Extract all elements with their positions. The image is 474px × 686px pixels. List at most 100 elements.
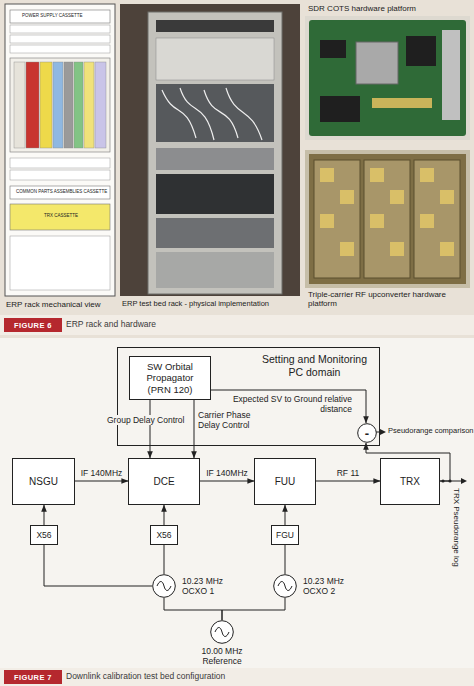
connector <box>164 545 165 574</box>
module-slot <box>26 62 39 148</box>
cables <box>162 88 262 140</box>
module-slot <box>53 62 63 148</box>
circle-shape <box>358 424 377 443</box>
trx-cassette <box>10 204 110 230</box>
part-name: POWER SUPPLY CASSETTE <box>22 13 83 18</box>
junction-dot <box>448 479 451 482</box>
caption-bar <box>0 668 474 686</box>
image-caption: SDR COTS hardware platform <box>308 4 416 13</box>
rack-cabinet <box>148 12 282 294</box>
shield-can <box>440 242 454 256</box>
subtractor-circle: - <box>357 423 377 443</box>
chip <box>406 36 436 66</box>
operator-sign: - <box>357 423 377 443</box>
generator-box: FGU <box>271 525 299 545</box>
rack-unit <box>10 236 110 290</box>
module-slot <box>40 62 52 148</box>
photo-background <box>120 4 300 296</box>
edge-label: IF 140MHz <box>200 468 254 478</box>
shield-can <box>340 190 354 204</box>
circle-shape <box>274 575 297 598</box>
equipment-unit <box>156 252 274 288</box>
connector <box>285 545 286 574</box>
connector <box>285 505 286 525</box>
connector <box>316 481 380 482</box>
rack-header <box>156 20 274 32</box>
connector <box>222 598 285 620</box>
equipment-unit <box>156 148 274 170</box>
photo-background <box>305 16 470 140</box>
sdr-board-photo <box>305 16 470 140</box>
connector <box>372 98 432 108</box>
edge-label: RF 11 <box>316 468 380 478</box>
circle-shape <box>211 621 234 644</box>
arrow-head <box>380 429 386 435</box>
figure-caption: Downlink calibration test bed configurat… <box>66 671 225 681</box>
connector <box>194 400 195 458</box>
part-name: COMMON PARTS ASSEMBLIES CASSETTE <box>16 189 107 194</box>
junction-dot <box>441 479 444 482</box>
rack-unit <box>10 170 110 180</box>
image-caption: ERP test bed rack - physical implementat… <box>122 300 269 309</box>
edge-label: IF 140MHz <box>75 468 128 478</box>
connector <box>200 481 254 482</box>
image-caption: ERP rack mechanical view <box>6 300 118 309</box>
oscillator-label: 10.00 MHz Reference <box>192 646 252 666</box>
signal-label: TRX Pseudorange log <box>452 488 461 567</box>
arrow-head <box>461 478 467 484</box>
connector <box>44 505 45 525</box>
box-text: X56 <box>36 530 51 540</box>
circle-shape <box>153 575 176 598</box>
process-box: TRX <box>380 458 440 505</box>
edge-label: Expected SV to Ground relative distance <box>228 394 352 414</box>
circle-outline <box>152 574 176 598</box>
rack-unit <box>10 35 110 43</box>
process-box: SW Orbital Propagator (PRN 120) <box>129 356 211 400</box>
fpga-chip <box>356 42 398 84</box>
connector <box>150 400 151 458</box>
shield-can <box>390 242 404 256</box>
shield-can <box>320 214 334 228</box>
shield-can <box>340 242 354 256</box>
shield-can <box>390 190 404 204</box>
module-slot <box>74 62 83 148</box>
connector <box>44 545 152 586</box>
rf-channel <box>414 160 460 278</box>
rack-outline <box>5 4 115 296</box>
box-text: NSGU <box>29 476 58 488</box>
box-text: TRX <box>400 476 420 488</box>
shield-can <box>420 214 434 228</box>
equipment-unit <box>156 84 274 142</box>
connector <box>75 481 128 482</box>
module-slot <box>95 62 106 148</box>
figure-number: FIGURE 7 <box>14 673 52 682</box>
diagram-panel <box>0 338 474 668</box>
circuit-board <box>309 154 466 284</box>
shield-can <box>320 168 334 182</box>
module-slot <box>14 62 25 148</box>
sine-symbol <box>278 582 292 591</box>
shield-cans <box>320 168 454 256</box>
box-text: DCE <box>153 476 174 488</box>
process-box: FUU <box>254 458 316 505</box>
signal-label: Pseudorange comparison <box>388 427 473 436</box>
image-caption: Triple-carrier RF upconverter hardware p… <box>308 290 468 309</box>
multiplier-box: X56 <box>150 525 178 545</box>
chip <box>320 40 346 58</box>
process-box: NSGU <box>12 458 75 505</box>
edge-label: Group Delay Control <box>106 415 185 425</box>
figure-caption: ERP rack and hardware <box>66 319 156 329</box>
reference-circle: 10.00 MHz Reference <box>210 620 234 644</box>
chip <box>320 96 360 122</box>
common-parts-cassette <box>10 186 110 199</box>
box-text: X56 <box>156 530 171 540</box>
figure-number: FIGURE 6 <box>14 321 52 330</box>
shield-can <box>420 168 434 182</box>
oscillator-label: 10.23 MHz OCXO 1 <box>182 576 232 596</box>
shield-can <box>370 168 384 182</box>
oscillator-circle: 10.23 MHz OCXO 1 <box>152 574 176 598</box>
photo-background <box>305 150 470 288</box>
